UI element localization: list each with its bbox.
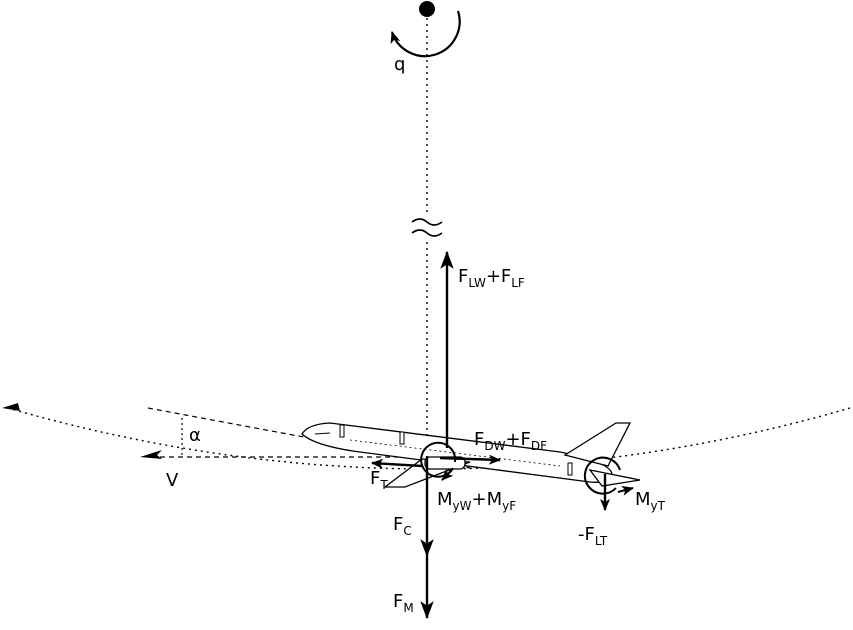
tail-moment-arrow xyxy=(617,486,634,496)
aircraft-side-view-icon xyxy=(301,422,641,488)
velocity-label: V xyxy=(166,470,179,491)
pitch-rate-arrow xyxy=(390,10,461,58)
drag-force-label: FDW+FDF xyxy=(474,429,547,453)
wing-moment-arrow xyxy=(441,468,454,481)
break-symbol-top xyxy=(411,218,443,226)
break-symbol-bottom xyxy=(411,229,443,237)
wing-moment-label: MyW+MyF xyxy=(437,489,516,513)
velocity-arrowhead xyxy=(140,450,162,459)
lift-force-label: FLW+FLF xyxy=(458,266,525,290)
drag-force-arrow xyxy=(439,454,501,465)
flight-path-arrowhead xyxy=(2,403,20,411)
pitch-rate-label: q xyxy=(394,54,405,75)
thrust-force-arrow xyxy=(371,458,423,469)
centrifugal-force-label: FC xyxy=(393,514,412,538)
tail-moment-label: MyT xyxy=(635,489,666,513)
angle-of-attack-label: α xyxy=(189,425,201,446)
tail-lift-label: -FLT xyxy=(578,524,608,548)
center-of-rotation-icon xyxy=(419,1,435,17)
thrust-force-label: FT xyxy=(370,468,388,492)
weight-force-label: FM xyxy=(393,591,414,615)
